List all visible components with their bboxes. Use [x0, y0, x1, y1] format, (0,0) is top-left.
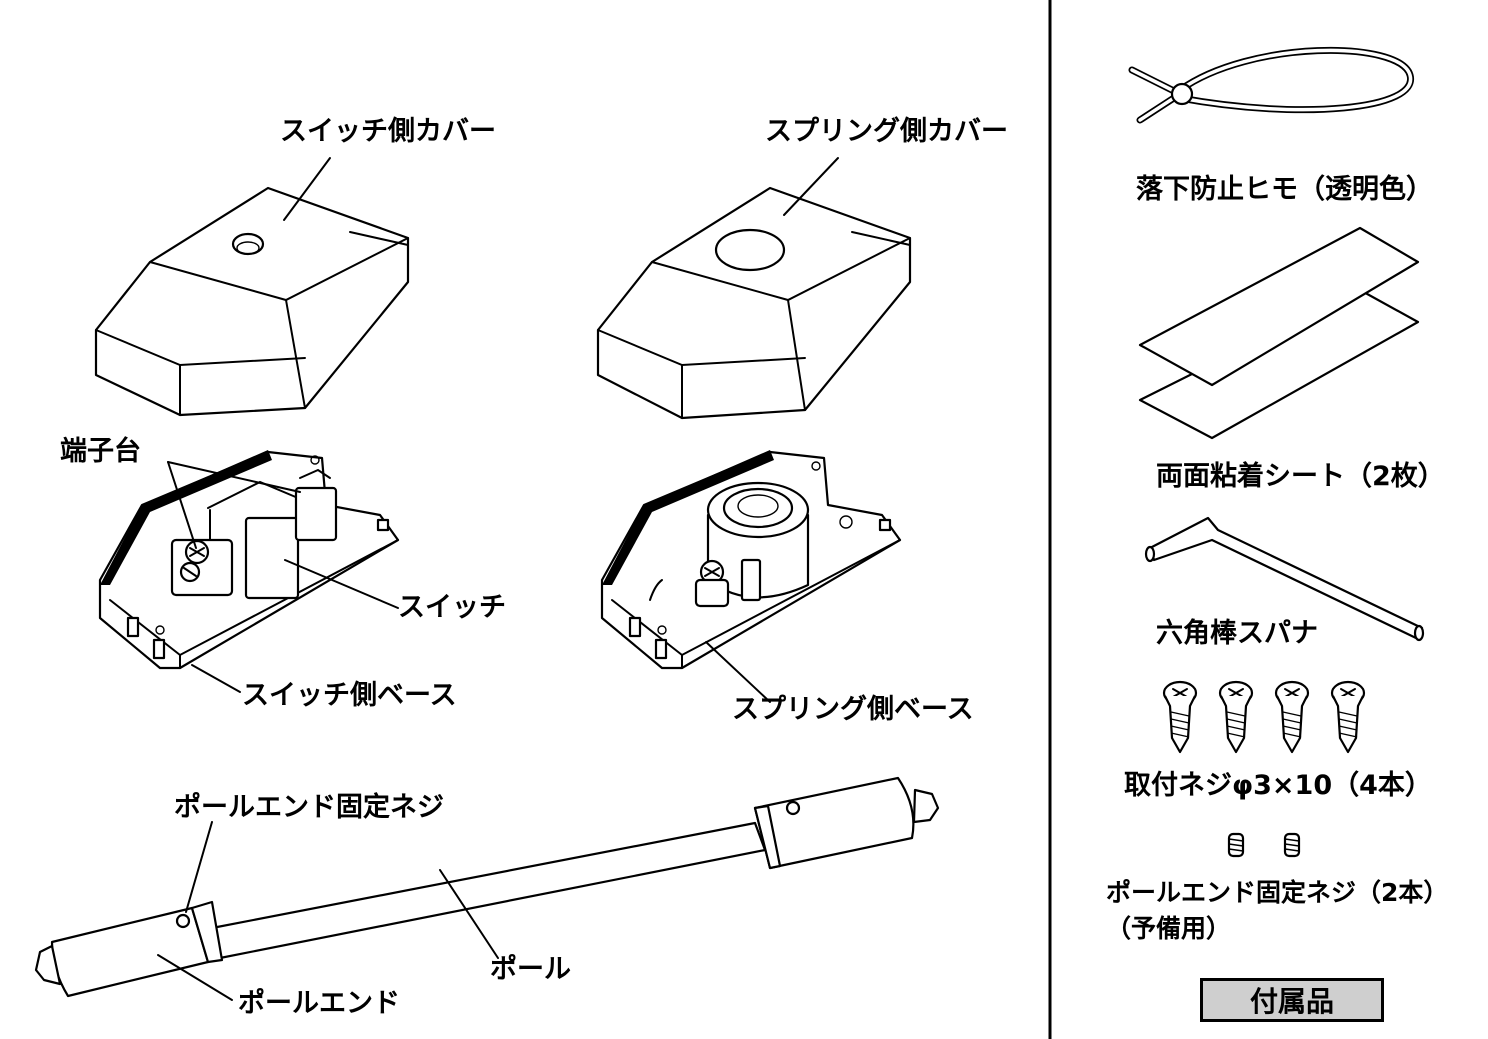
mount-screws-drawing [1162, 680, 1366, 754]
spare-screws-label: ポールエンド固定ネジ（2本） [1106, 878, 1449, 907]
switch-base-drawing [98, 450, 400, 670]
mount-screws-label: 取付ネジφ3×10（4本） [1124, 770, 1432, 801]
pole-end-screw-label: ポールエンド固定ネジ [174, 792, 444, 823]
strap-drawing [1128, 46, 1414, 124]
terminal-block-label: 端子台 [60, 436, 141, 467]
mount-screw-1 [1162, 680, 1198, 754]
leader-lines [157, 157, 839, 1001]
mount-screw-3 [1274, 680, 1310, 754]
pole-drawing [34, 776, 940, 998]
adhesive-sheet-drawing [1138, 226, 1420, 440]
hex-wrench-drawing [1144, 516, 1425, 642]
spring-base-label: スプリング側ベース [732, 694, 974, 725]
pole-label: ポール [490, 954, 571, 985]
switch-cover-label: スイッチ側カバー [280, 116, 496, 147]
switch-cover-drawing [94, 186, 410, 417]
adhesive-sheet-label: 両面粘着シート（2枚） [1156, 461, 1445, 492]
set-screw-1 [1227, 832, 1245, 858]
switch-label: スイッチ [398, 592, 506, 623]
mount-screw-4 [1330, 680, 1366, 754]
mount-screw-2 [1218, 680, 1254, 754]
set-screw-2 [1283, 832, 1301, 858]
hex-wrench-label: 六角棒スパナ [1156, 618, 1318, 649]
spring-cover-label: スプリング側カバー [765, 116, 1008, 147]
spare-screws-note: （予備用） [1106, 914, 1232, 943]
spring-base-drawing [600, 450, 902, 670]
strap-label: 落下防止ヒモ（透明色） [1136, 174, 1433, 205]
spare-set-screws-drawing [1227, 832, 1301, 858]
accessories-badge: 付属品 [1200, 978, 1384, 1022]
switch-base-label: スイッチ側ベース [242, 680, 457, 711]
pole-end-label: ポールエンド [238, 988, 400, 1019]
spring-cover-drawing [596, 186, 912, 420]
